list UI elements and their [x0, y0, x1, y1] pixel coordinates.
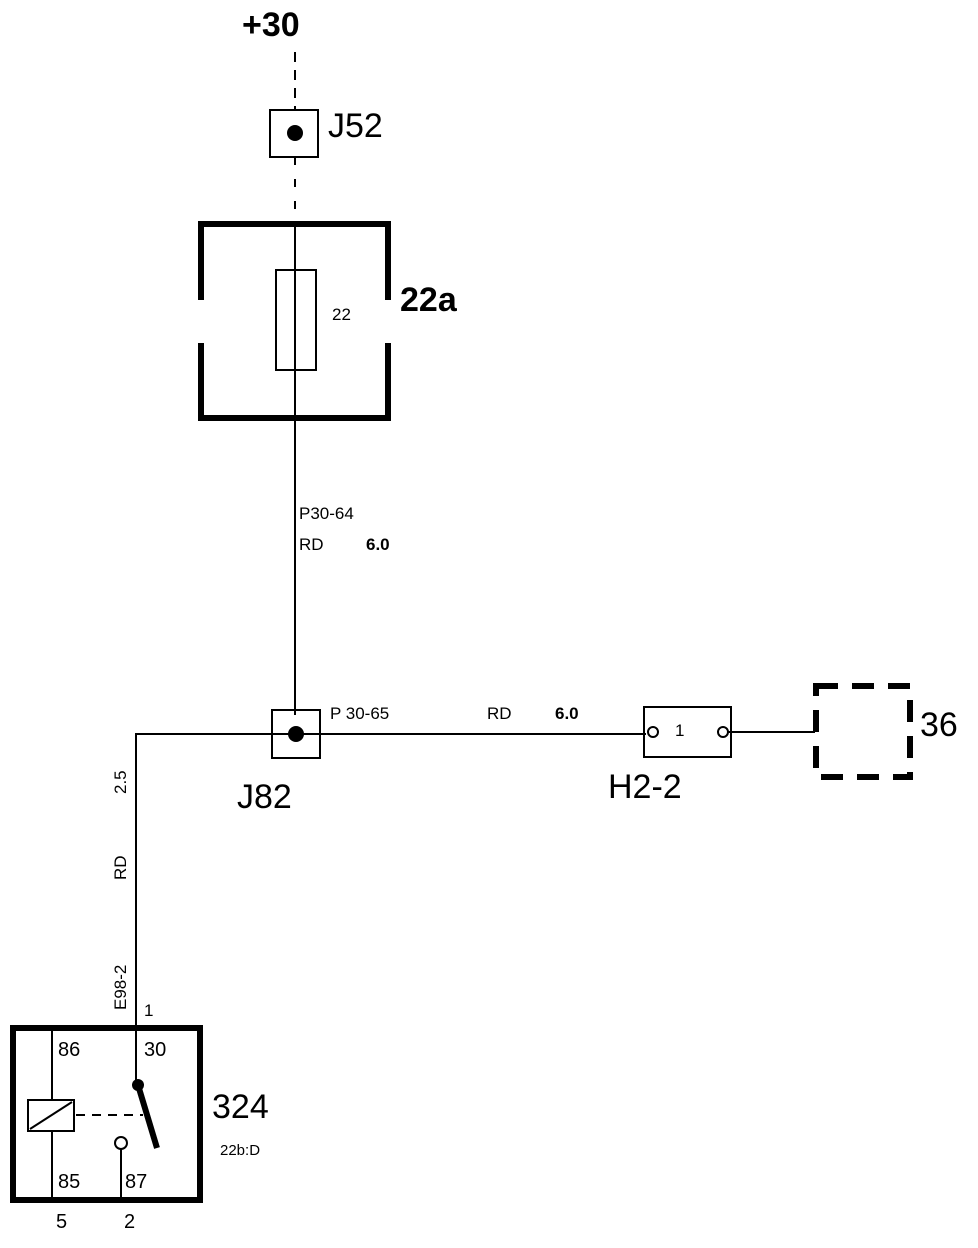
component-36-box: [813, 683, 913, 780]
h22-label: H2-2: [608, 768, 682, 806]
relay-pin-85: 85: [58, 1171, 80, 1193]
relay-pin-86: 86: [58, 1039, 80, 1061]
upper-wire-color: RD: [299, 535, 324, 554]
right-wire-size: 6.0: [555, 704, 579, 723]
upper-wire-code: P30-64: [299, 504, 354, 523]
right-wire-code: P 30-65: [330, 704, 389, 723]
left-wire-color: RD: [111, 855, 130, 880]
left-wire-size: 2.5: [111, 770, 130, 794]
relay-pin-30: 30: [144, 1039, 166, 1061]
relay-reference: 22b:D: [220, 1142, 260, 1159]
component-36-label: 36: [920, 706, 958, 744]
h22-pin-left: [647, 726, 659, 738]
relay-324-box: [10, 1025, 203, 1203]
supply-label: +30: [242, 6, 300, 44]
h22-pin-right: [717, 726, 729, 738]
j52-label: J52: [328, 107, 383, 145]
relay-pin-87: 87: [125, 1171, 147, 1193]
h22-pin-number: 1: [675, 721, 684, 740]
relay-switch-arm: [135, 1084, 160, 1149]
left-wire-connector: E98-2: [111, 965, 130, 1010]
relay-bottom-pin-right: 2: [124, 1211, 135, 1233]
upper-wire-size: 6.0: [366, 535, 390, 554]
right-wire-color: RD: [487, 704, 512, 723]
left-wire: [135, 733, 296, 1090]
j82-label: J82: [237, 778, 292, 816]
relay-bottom-pin-left: 5: [56, 1211, 67, 1233]
relay-label: 324: [212, 1088, 269, 1126]
fuse-number: 22: [332, 305, 351, 324]
left-wire-pin: 1: [144, 1001, 153, 1020]
relay-contact-87: [114, 1136, 128, 1150]
relay-coil-diagonal: [29, 1101, 73, 1130]
j52-junction-dot: [287, 125, 303, 141]
fuse-box-label: 22a: [400, 281, 458, 319]
